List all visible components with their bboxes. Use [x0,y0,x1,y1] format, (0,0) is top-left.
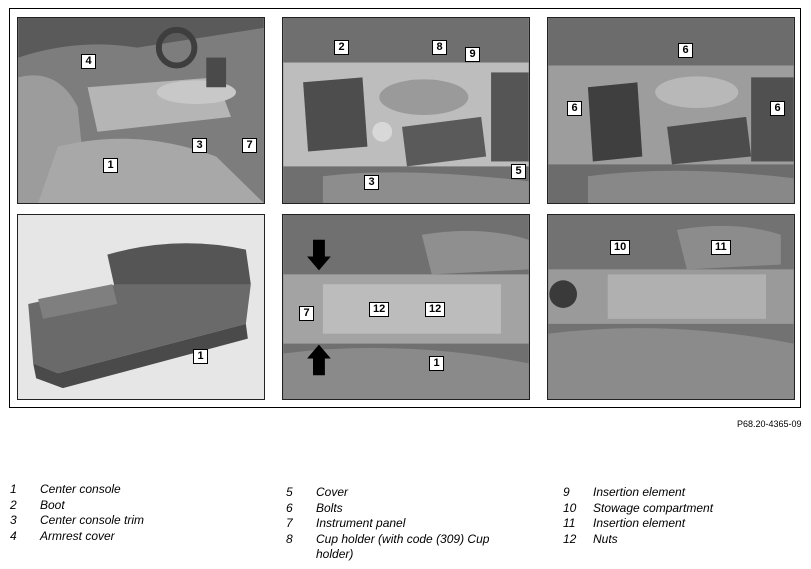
callout-12: 12 [425,302,446,317]
figure-frame [9,8,801,408]
callout-6: 6 [770,101,785,116]
photo-panel-interior [17,17,265,204]
callout-6: 6 [567,101,582,116]
callout-6: 6 [678,43,693,58]
callout-9: 9 [465,47,480,62]
console-top-photo-illustration [283,18,529,203]
console-removed-illustration [18,215,264,399]
callout-12: 12 [369,302,390,317]
callout-2: 2 [334,40,349,55]
interior-photo-illustration [18,18,264,203]
photo-panel-console-bolts [547,17,795,204]
callout-10: 10 [610,240,631,255]
photo-panel-console-removed [17,214,265,400]
callout-1: 1 [429,356,444,371]
photo-panel-console-top [282,17,530,204]
console-bolts-photo-illustration [548,18,794,203]
callout-3: 3 [364,175,379,190]
callout-7: 7 [299,306,314,321]
photo-panel-stowage [547,214,795,400]
callout-1: 1 [193,349,208,364]
callout-3: 3 [192,138,207,153]
callout-4: 4 [81,54,96,69]
callout-8: 8 [432,40,447,55]
stowage-photo-illustration [548,215,794,399]
callout-7: 7 [242,138,257,153]
photo-panel-console-nuts [282,214,530,400]
callout-1: 1 [103,158,118,173]
figure-reference: P68.20-4365-09 [737,419,802,429]
callout-5: 5 [511,164,526,179]
callout-11: 11 [711,240,731,255]
console-nuts-photo-illustration [283,215,529,399]
